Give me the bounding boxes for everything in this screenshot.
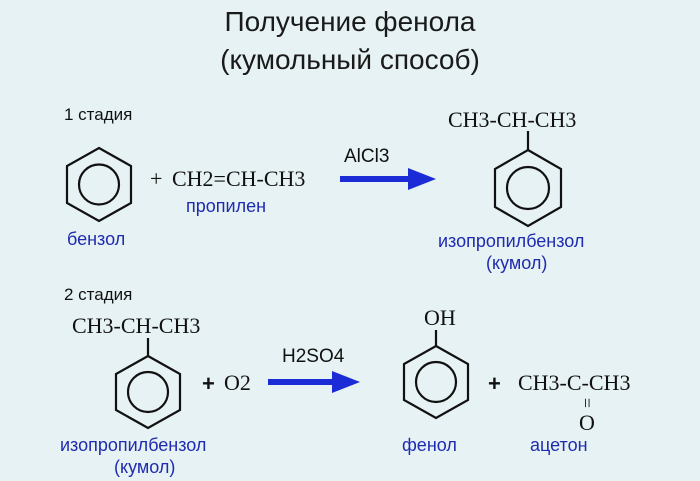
cumene-substituent-stage2: CH3-CH-CH3	[72, 313, 201, 338]
propylene-name: пропилен	[186, 196, 267, 216]
phenol-oh-group: OH	[424, 305, 456, 330]
benzene-ring-cumene-product	[493, 131, 563, 228]
acetone-formula: CH3-C-CH3	[518, 370, 631, 395]
reaction-arrow-stage1	[340, 168, 436, 190]
propylene-formula: CH2=CH-CH3	[172, 166, 306, 191]
stage2-plus-oxidant: +	[202, 371, 215, 396]
cumene-product-alt-name: (кумол)	[486, 253, 548, 273]
page-subtitle: (кумольный способ)	[220, 44, 480, 75]
catalyst-alcl3: AlCl3	[344, 146, 390, 167]
cumene-substituent-stage1: CH3-CH-CH3	[448, 107, 577, 132]
benzene-ring-reactant	[65, 146, 133, 223]
benzene-ring-cumene-reactant	[114, 338, 182, 430]
page-title: Получение фенола	[224, 6, 476, 37]
benzene-ring-phenol	[402, 330, 470, 420]
stage2-plus-acetone: +	[488, 371, 501, 396]
phenol-name: фенол	[402, 435, 457, 455]
oxygen-formula: O2	[224, 370, 251, 395]
stage1-label: 1 стадия	[64, 105, 133, 124]
catalyst-h2so4: H2SO4	[282, 346, 345, 367]
stage2-label: 2 стадия	[64, 285, 133, 304]
reaction-arrow-stage2	[268, 371, 360, 393]
cumene-product-name: изопропилбензол	[438, 231, 585, 251]
acetone-oxygen: O	[579, 410, 595, 435]
acetone-double-bond: =	[577, 397, 598, 409]
stage1-plus: +	[150, 166, 163, 191]
cumene-reactant-alt-name: (кумол)	[114, 457, 176, 477]
cumene-reactant-name: изопропилбензол	[60, 435, 207, 455]
benzene-name: бензол	[67, 229, 126, 249]
acetone-name: ацетон	[530, 435, 588, 455]
